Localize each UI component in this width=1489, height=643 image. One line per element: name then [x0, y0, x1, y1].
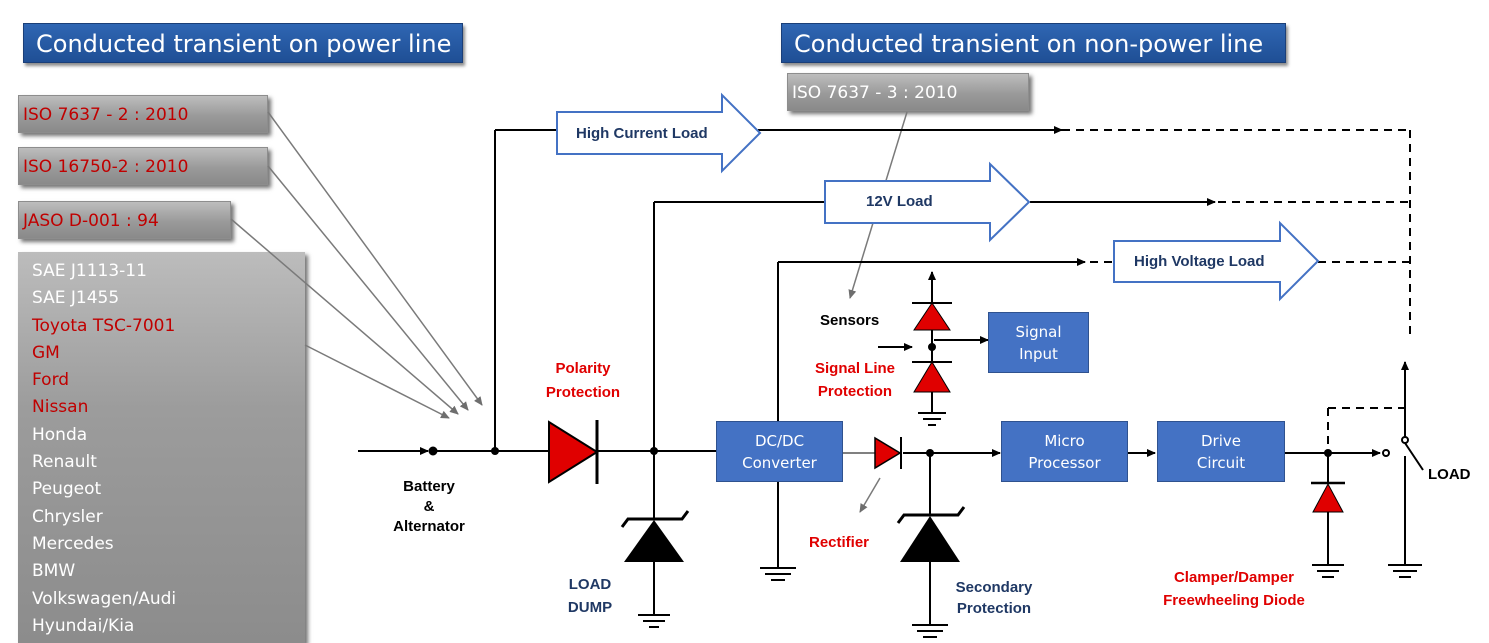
load-dump-zener-icon: [620, 510, 690, 562]
secondary-zener-icon: [896, 506, 966, 562]
protection-text: Protection: [817, 383, 893, 400]
micro-processor-label: Micro Processor: [1028, 431, 1101, 472]
clamper-text: Clamper/Damper: [1173, 569, 1295, 586]
ground-icon: [638, 614, 670, 628]
standard-iso-7637-3: ISO 7637 - 3 : 2010: [787, 73, 1029, 111]
list-item: Toyota TSC-7001: [32, 315, 176, 336]
ground-icon: [1312, 564, 1344, 578]
standard-iso-16750-2: ISO 16750-2 : 2010: [18, 147, 268, 185]
protection-text: Protection: [956, 600, 1032, 617]
polarity-protection-label: Polarity Protection: [528, 357, 638, 405]
signal-input-label: Signal Input: [1015, 322, 1062, 363]
load-switch-label: LOAD: [1428, 466, 1471, 483]
ground-icon: [918, 412, 946, 426]
secondary-protection-label: Secondary Protection: [944, 577, 1044, 619]
dcdc-converter-block: DC/DC Converter: [716, 421, 843, 482]
list-item: SAE J1455: [32, 288, 120, 309]
dcdc-converter-label: DC/DC Converter: [742, 431, 817, 472]
header-non-power-line: Conducted transient on non-power line: [781, 23, 1286, 63]
drive-circuit-block: Drive Circuit: [1157, 421, 1285, 482]
secondary-text: Secondary: [955, 579, 1033, 596]
rectifier-label: Rectifier: [809, 534, 870, 551]
list-item: Nissan: [32, 397, 89, 418]
load-arrows: [556, 92, 1320, 302]
alternator-text: Alternator: [393, 518, 465, 535]
freewheeling-text: Freewheeling Diode: [1163, 592, 1305, 609]
list-item: Hyundai/Kia: [32, 615, 135, 636]
standard-jaso: JASO D-001 : 94: [18, 201, 231, 239]
dump-text: DUMP: [567, 599, 613, 616]
amp-text: &: [423, 498, 435, 515]
12v-load-label: 12V Load: [866, 193, 933, 210]
clamper-diode-icon: [1311, 481, 1345, 513]
12v-load-arrow: [824, 161, 1031, 243]
high-voltage-load-arrow: [1113, 220, 1320, 302]
rectifier-diode-icon: [874, 436, 902, 470]
load-dump-label: LOAD DUMP: [550, 573, 630, 619]
ground-icon: [912, 624, 948, 638]
high-current-load-arrow: [556, 92, 762, 174]
list-item: Renault: [32, 452, 97, 473]
ground-symbols: [638, 412, 1422, 638]
signal-input-block: Signal Input: [988, 312, 1089, 373]
battery-text: Battery: [403, 478, 455, 495]
signal-line-text: Signal Line: [814, 360, 895, 377]
list-item: BMW: [32, 561, 76, 582]
ground-icon: [1388, 564, 1422, 578]
protection-text: Protection: [545, 384, 621, 401]
standards-list-box: SAE J1113-11 SAE J1455 Toyota TSC-7001 G…: [18, 252, 305, 643]
polarity-diode-icon: [548, 420, 599, 484]
sensors-label: Sensors: [820, 312, 880, 329]
battery-label: Battery & Alternator: [384, 477, 474, 537]
high-voltage-load-label: High Voltage Load: [1134, 253, 1265, 270]
load-text: LOAD: [568, 576, 612, 593]
list-item: SAE J1113-11: [32, 261, 147, 281]
standard-iso-7637-2: ISO 7637 - 2 : 2010: [18, 95, 268, 133]
list-item: Ford: [32, 370, 70, 391]
clamper-label: Clamper/Damper Freewheeling Diode: [1154, 566, 1314, 612]
drive-circuit-label: Drive Circuit: [1196, 431, 1246, 472]
list-item: Honda: [32, 424, 88, 445]
high-current-load-label: High Current Load: [576, 125, 708, 142]
micro-processor-block: Micro Processor: [1001, 421, 1128, 482]
list-item: Chrysler: [32, 506, 103, 527]
list-item: Mercedes: [32, 533, 114, 554]
header-power-line: Conducted transient on power line: [23, 23, 463, 63]
list-item: GM: [32, 342, 60, 363]
signal-line-protection-label: Signal Line Protection: [800, 357, 910, 403]
callout-arrows: [230, 111, 908, 513]
ground-icon: [760, 567, 796, 581]
list-item: Peugeot: [32, 479, 102, 500]
signal-protection-diodes-icon: [912, 302, 952, 393]
list-item: Volkswagen/Audi: [32, 588, 177, 609]
polarity-text: Polarity: [555, 360, 611, 377]
